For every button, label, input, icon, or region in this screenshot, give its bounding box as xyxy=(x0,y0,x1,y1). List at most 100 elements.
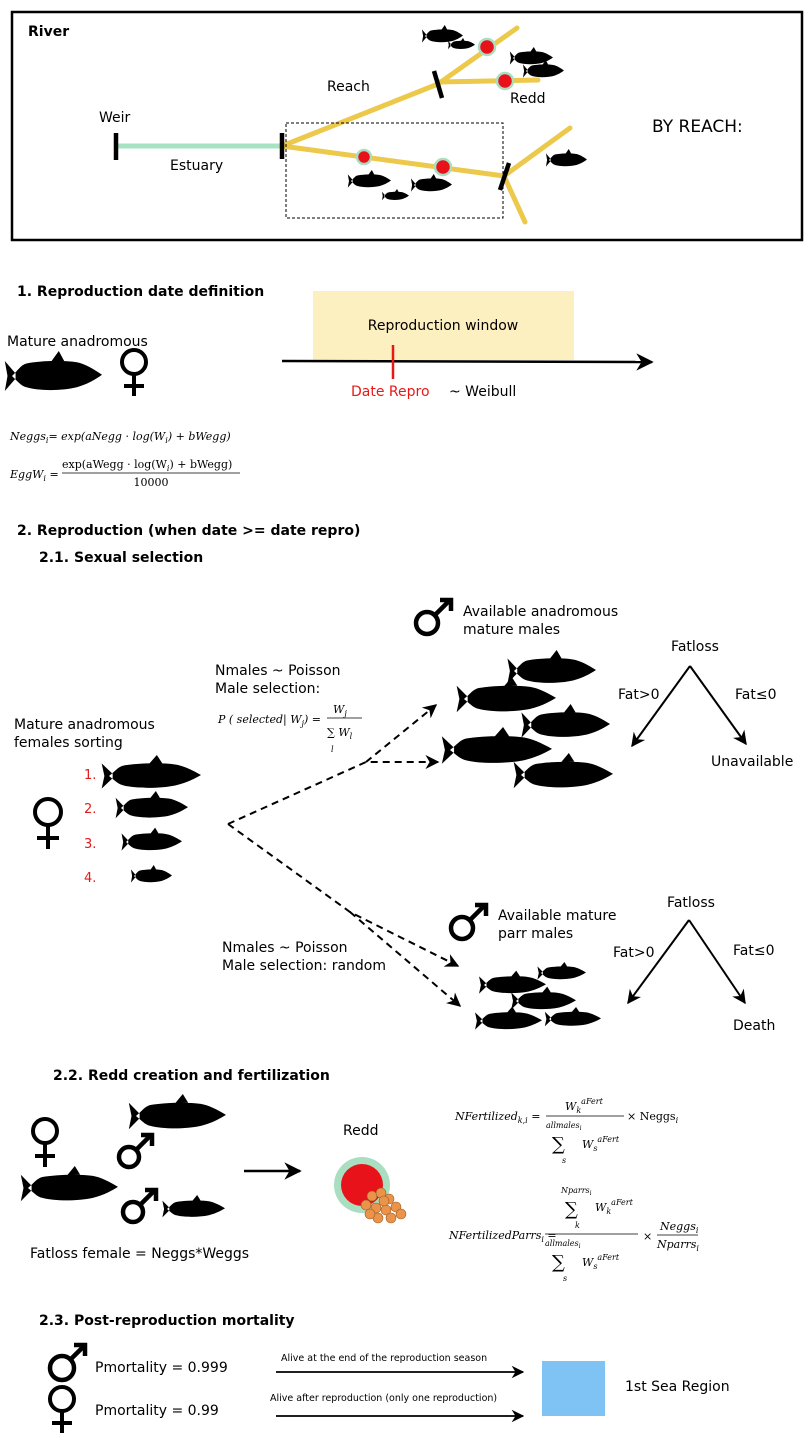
svg-text:WsaFert: WsaFert xyxy=(582,1135,620,1153)
fat-neg-label-1: Fat≤0 xyxy=(735,687,776,703)
anad-males-label-2: mature males xyxy=(463,622,560,638)
river-title: River xyxy=(28,24,69,40)
svg-text:∑ Wl: ∑ Wl xyxy=(327,726,353,741)
svg-text:10000: 10000 xyxy=(134,476,169,489)
svg-text:× Neggsi: × Neggsi xyxy=(627,1110,679,1125)
male-symbol-icon-1 xyxy=(413,597,454,637)
river-redds xyxy=(355,37,515,177)
svg-text:s: s xyxy=(563,1274,567,1283)
svg-text:EggWi =: EggWi = xyxy=(9,468,59,483)
sorted-female-fish xyxy=(101,755,201,883)
male-symbol-icon-4 xyxy=(120,1187,159,1225)
eggw-equation: EggWi = exp(aWegg · log(Wi) + bWegg) 100… xyxy=(9,458,240,489)
nmales-poisson-1: Nmales ~ Poisson xyxy=(215,663,341,679)
svg-text:Wj: Wj xyxy=(333,703,347,718)
death-label: Death xyxy=(733,1018,775,1034)
redd-title: Redd xyxy=(343,1123,379,1139)
svg-text:l: l xyxy=(331,745,334,754)
nfertilized-equation: NFertilizedk,i = WkaFert allmalesi ∑ s W… xyxy=(454,1097,679,1165)
section2-heading: 2. Reproduction (when date >= date repro… xyxy=(17,523,360,539)
selection-probability-equation: P ( selected| Wj) = Wj ∑ Wl l xyxy=(217,703,362,754)
reproduction-window-label: Reproduction window xyxy=(368,318,518,334)
selection-arrows xyxy=(227,704,462,1007)
svg-text:s: s xyxy=(562,1156,566,1165)
timeline-arrow xyxy=(281,353,654,371)
section1-heading: 1. Reproduction date definition xyxy=(17,284,264,300)
nmales-poisson-2: Nmales ~ Poisson xyxy=(222,940,348,956)
fat-neg-label-2: Fat≤0 xyxy=(733,943,774,959)
male-symbol-icon-3 xyxy=(116,1132,155,1170)
weir-label: Weir xyxy=(99,110,131,126)
reach-label: Reach xyxy=(327,79,370,95)
reach-network xyxy=(279,25,573,225)
alive-season-label: Alive at the end of the reproduction sea… xyxy=(281,1353,487,1364)
date-repro-label: Date Repro xyxy=(351,384,430,400)
svg-text:∑: ∑ xyxy=(552,1252,565,1273)
svg-text:WkaFert: WkaFert xyxy=(595,1198,634,1216)
female-fish-icon xyxy=(4,351,102,391)
rank-3: 3. xyxy=(84,837,96,852)
reproduction-window xyxy=(313,291,574,360)
females-label-1: Mature anadromous xyxy=(14,717,155,733)
neggs-equation: Neggsi= exp(aNegg · log(Wi) + bWegg) xyxy=(9,430,231,445)
section21-heading: 2.1. Sexual selection xyxy=(39,550,203,566)
pmortality-female: Pmortality = 0.99 xyxy=(95,1403,219,1419)
redd-icon xyxy=(334,1157,407,1224)
svg-text:∑: ∑ xyxy=(565,1199,578,1220)
river-panel: River xyxy=(10,10,804,242)
nfertilized-parrs-equation: NFertilizedParrsi = Nparrsi ∑ k WkaFert … xyxy=(448,1186,699,1283)
unavailable-label: Unavailable xyxy=(711,754,793,770)
parr-male-fish xyxy=(475,962,601,1030)
sea-region-box xyxy=(542,1361,605,1416)
fatloss-female-label: Fatloss female = Neggs*Weggs xyxy=(30,1246,249,1262)
svg-text:NFertilizedk,i =: NFertilizedk,i = xyxy=(454,1110,540,1125)
by-reach-label: BY REACH: xyxy=(652,117,743,137)
svg-text:Nparrsi: Nparrsi xyxy=(560,1186,592,1197)
estuary-label: Estuary xyxy=(170,158,223,174)
fatloss-tree-anadromous: Fatloss Fat>0 Fat≤0 Unavailable xyxy=(618,639,793,770)
section22-heading: 2.2. Redd creation and fertilization xyxy=(53,1068,330,1084)
section-post-reproduction: 2.3. Post-reproduction mortality Pmortal… xyxy=(39,1313,730,1433)
svg-text:k: k xyxy=(575,1221,580,1230)
parr-males-label-2: parr males xyxy=(498,926,573,942)
svg-text:exp(aWegg · log(Wi) + bWegg): exp(aWegg · log(Wi) + bWegg) xyxy=(62,458,232,473)
river-fish xyxy=(347,25,587,201)
svg-text:Nparrsi: Nparrsi xyxy=(656,1238,699,1253)
svg-text:WsaFert: WsaFert xyxy=(582,1253,620,1271)
female-symbol-icon-3 xyxy=(31,1117,59,1167)
weir-markers xyxy=(113,70,512,191)
weibull-label: ~ Weibull xyxy=(449,384,516,400)
rank-1: 1. xyxy=(84,768,96,783)
rank-4: 4. xyxy=(84,871,96,886)
parr-males-label-1: Available mature xyxy=(498,908,616,924)
svg-text:NFertilizedParrsi =: NFertilizedParrsi = xyxy=(448,1229,557,1244)
section-reproduction-date: 1. Reproduction date definition Mature a… xyxy=(4,284,654,489)
female-symbol-icon xyxy=(120,348,148,396)
anad-males-label-1: Available anadromous xyxy=(463,604,618,620)
anadromous-male-fish xyxy=(441,650,613,789)
svg-text:WkaFert: WkaFert xyxy=(565,1097,604,1115)
section23-heading: 2.3. Post-reproduction mortality xyxy=(39,1313,295,1329)
svg-text:Neggsi: Neggsi xyxy=(659,1220,699,1235)
alive-reproduction-label: Alive after reproduction (only one repro… xyxy=(270,1393,497,1404)
mature-anadromous-label: Mature anadromous xyxy=(7,334,148,350)
male-selection-2: Male selection: random xyxy=(222,958,386,974)
section-sexual-selection: 2. Reproduction (when date >= date repro… xyxy=(14,523,793,1034)
fatloss-tree-parr: Fatloss Fat>0 Fat≤0 Death xyxy=(613,895,775,1034)
female-symbol-icon-4 xyxy=(48,1385,76,1433)
male-symbol-icon-5 xyxy=(47,1342,88,1383)
male-selection-1: Male selection: xyxy=(215,681,320,697)
fat-pos-label-1: Fat>0 xyxy=(618,687,659,703)
pmortality-male: Pmortality = 0.999 xyxy=(95,1360,228,1376)
svg-text:×: × xyxy=(643,1230,652,1243)
male-symbol-icon-2 xyxy=(448,902,489,942)
svg-text:∑: ∑ xyxy=(552,1134,565,1155)
fat-pos-label-2: Fat>0 xyxy=(613,945,654,961)
selected-reach-box xyxy=(285,122,504,219)
fatloss-label-1: Fatloss xyxy=(671,639,719,655)
fatloss-label-2: Fatloss xyxy=(667,895,715,911)
redd-label: Redd xyxy=(510,91,546,107)
svg-text:allmalesi: allmalesi xyxy=(545,1239,581,1250)
svg-text:Neggsi= exp(aNegg · log(Wi) +: Neggsi= exp(aNegg · log(Wi) + bWegg) xyxy=(9,430,231,445)
